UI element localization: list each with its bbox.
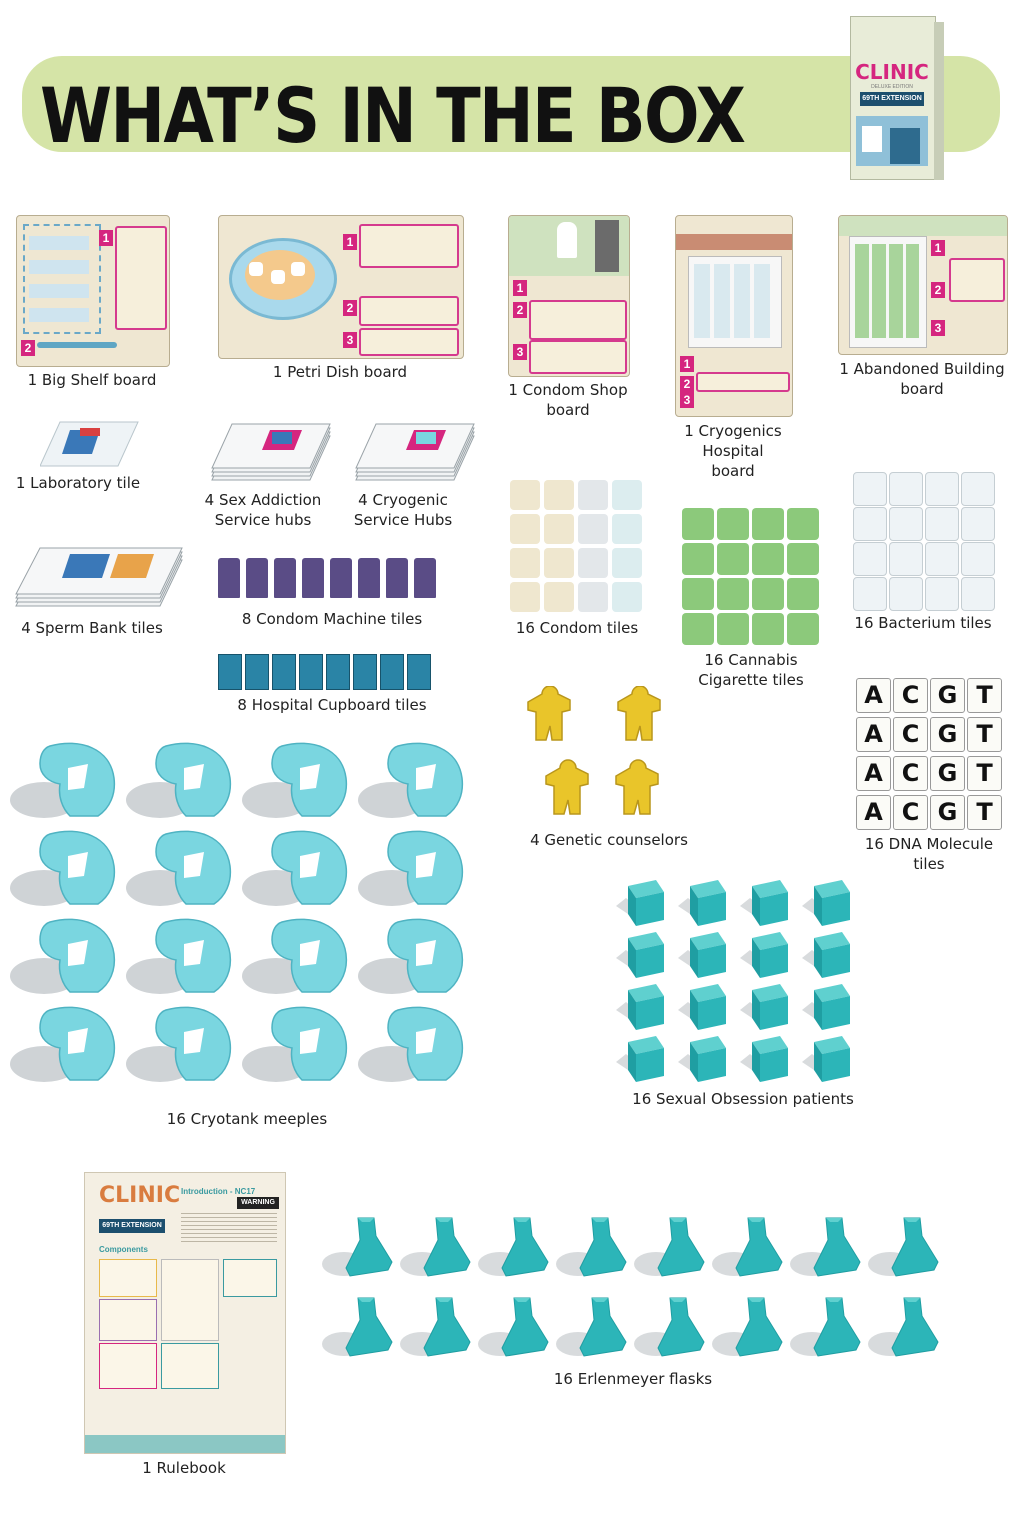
rulebook-extension: 69TH EXTENSION — [99, 1219, 165, 1233]
condom-machine-label: 8 Condom Machine tiles — [241, 610, 423, 628]
cryo-hospital-label-1: 1 Cryogenics — [684, 422, 782, 440]
bacterium-tiles-grid — [853, 472, 995, 611]
box-extension: 69TH EXTENSION — [860, 92, 924, 106]
rulebook-warning: WARNING — [237, 1197, 279, 1209]
abandoned-building-label-2: board — [900, 380, 944, 398]
dna-tile: C — [893, 795, 928, 830]
dna-tile: C — [893, 756, 928, 791]
sex-hubs-label-2: Service hubs — [214, 511, 312, 529]
box-brand: CLINIC — [855, 60, 929, 84]
rulebook-brand: CLINIC — [99, 1183, 181, 1208]
hospital-cupboard-label: 8 Hospital Cupboard tiles — [237, 696, 427, 714]
dna-tile: T — [967, 795, 1002, 830]
dna-label-2: tiles — [913, 855, 945, 873]
cryo-hubs-label-1: 4 Cryogenic — [358, 491, 448, 509]
counselors-label: 4 Genetic counselors — [530, 831, 688, 849]
condom-machine-tiles — [218, 558, 444, 602]
erlenmeyer-flasks — [322, 1217, 939, 1357]
abandoned-building-board: 1 2 3 — [838, 215, 1008, 355]
dna-tile: T — [967, 717, 1002, 752]
dna-tile: G — [930, 678, 965, 713]
cryogenic-hubs — [355, 423, 475, 481]
cryo-hubs-label-2: Service Hubs — [353, 511, 453, 529]
rulebook-label: 1 Rulebook — [142, 1459, 226, 1477]
cannabis-label-1: 16 Cannabis — [704, 651, 798, 669]
sperm-bank-tiles — [15, 547, 183, 607]
dna-tile: A — [856, 756, 891, 791]
dna-tile: G — [930, 756, 965, 791]
petri-dish-label: 1 Petri Dish board — [272, 363, 408, 381]
cryo-hospital-label-3: board — [711, 462, 755, 480]
box-edition: DELUXE EDITION — [871, 84, 913, 90]
dna-tile: C — [893, 678, 928, 713]
cannabis-label-2: Cigarette tiles — [698, 671, 804, 689]
rulebook-section: Components — [99, 1245, 148, 1254]
game-box: CLINIC DELUXE EDITION 69TH EXTENSION — [850, 16, 946, 181]
condom-tiles-label: 16 Condom tiles — [515, 619, 639, 637]
rulebook-heading: Introduction - NC17 — [181, 1187, 256, 1196]
laboratory-label: 1 Laboratory tile — [15, 474, 141, 492]
cryotank-label: 16 Cryotank meeples — [166, 1110, 328, 1128]
sexual-obsession-label: 16 Sexual Obsession patients — [632, 1090, 854, 1108]
sexual-obsession-cubes — [616, 880, 850, 1082]
dna-tile: T — [967, 756, 1002, 791]
dna-label-1: 16 DNA Molecule — [864, 835, 994, 853]
condom-shop-label-2: board — [546, 401, 590, 419]
flasks-label: 16 Erlenmeyer flasks — [553, 1370, 713, 1388]
dna-tile: A — [856, 717, 891, 752]
cryo-hospital-label-2: Hospital — [702, 442, 764, 460]
dna-tile: T — [967, 678, 1002, 713]
petri-dish-board: 1 2 3 — [218, 215, 464, 359]
page-title: WHAT’S IN THE BOX — [40, 71, 746, 160]
sex-hubs-label-1: 4 Sex Addiction — [204, 491, 322, 509]
big-shelf-label: 1 Big Shelf board — [27, 371, 157, 389]
condom-shop-board: 1 2 3 — [508, 215, 630, 377]
cryogenics-hospital-board: 1 2 3 — [675, 215, 793, 417]
rulebook: CLINIC 69TH EXTENSION Introduction - NC1… — [84, 1172, 286, 1454]
dna-tile: C — [893, 717, 928, 752]
dna-tile: A — [856, 795, 891, 830]
dna-tile: G — [930, 717, 965, 752]
hospital-cupboard-tiles — [218, 654, 444, 690]
cryotank-meeples — [10, 742, 464, 1083]
cannabis-tiles-grid — [682, 508, 820, 646]
dna-tile: A — [856, 678, 891, 713]
sperm-bank-label: 4 Sperm Bank tiles — [21, 619, 163, 637]
dna-tile: G — [930, 795, 965, 830]
big-shelf-board: 1 2 — [16, 215, 170, 367]
sex-addiction-hubs — [211, 423, 331, 481]
laboratory-tile — [40, 421, 139, 467]
genetic-counselors — [527, 686, 661, 815]
title-banner — [22, 56, 1000, 152]
condom-tiles-grid — [510, 480, 644, 612]
condom-shop-label-1: 1 Condom Shop — [508, 381, 628, 399]
bacterium-label: 16 Bacterium tiles — [854, 614, 992, 632]
abandoned-building-label-1: 1 Abandoned Building — [839, 360, 1005, 378]
dna-tiles-grid: A C G T A C G T A C G T A C G T — [856, 678, 1002, 830]
